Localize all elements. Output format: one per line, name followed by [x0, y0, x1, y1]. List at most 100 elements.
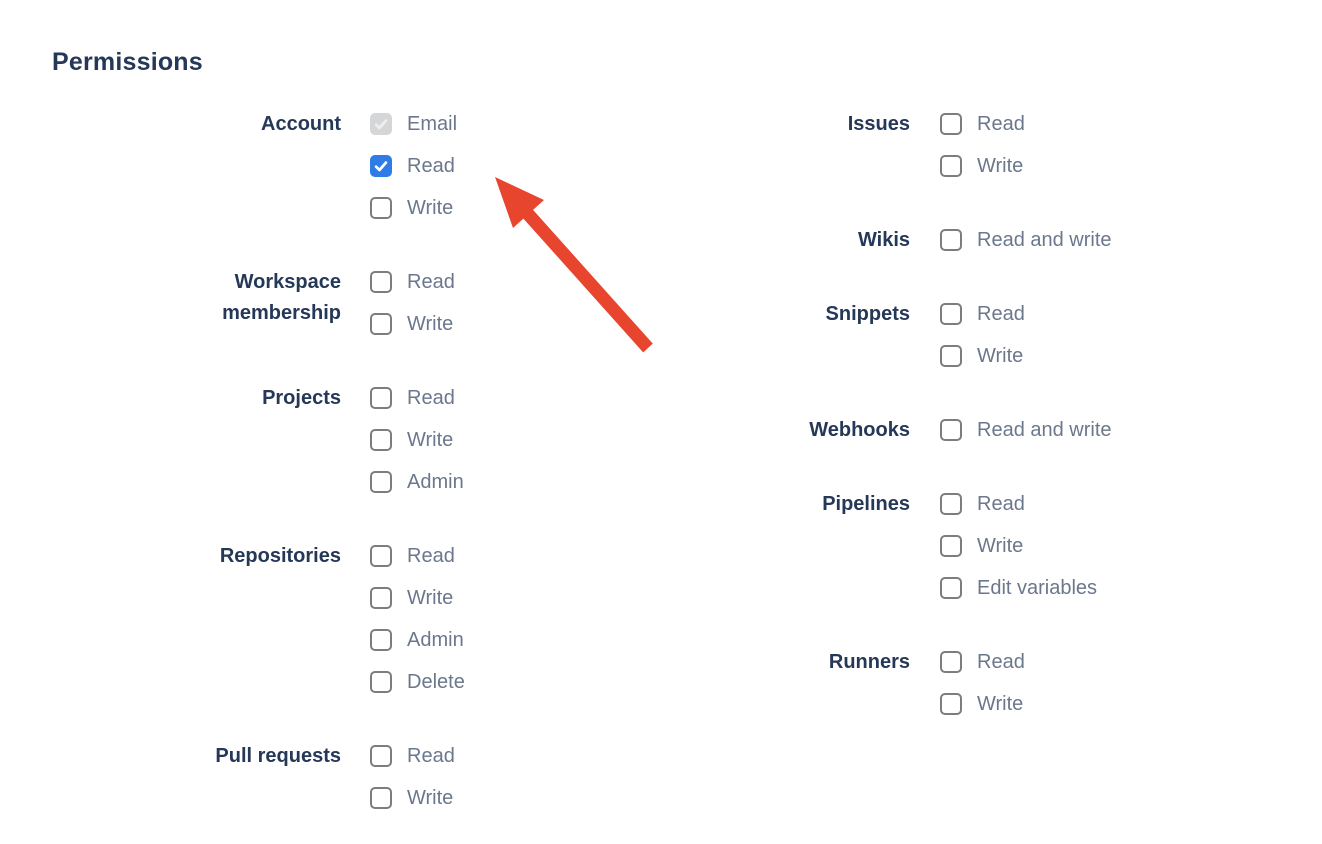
snippets-read-label[interactable]: Read: [977, 302, 1025, 325]
repositories-delete-option[interactable]: Delete: [370, 661, 465, 703]
repositories-admin-option[interactable]: Admin: [370, 619, 465, 661]
projects-read-checkbox[interactable]: [370, 387, 392, 409]
account-email-option[interactable]: Email: [370, 103, 457, 145]
snippets-write-option[interactable]: Write: [940, 335, 1025, 377]
group-label-pull-requests: Pull requests: [215, 745, 341, 767]
repositories-write-label[interactable]: Write: [407, 586, 454, 609]
account-write-checkbox[interactable]: [370, 197, 392, 219]
workspace-membership-write-option[interactable]: Write: [370, 303, 455, 345]
pipelines-read-label[interactable]: Read: [977, 492, 1025, 515]
projects-admin-label[interactable]: Admin: [407, 470, 464, 493]
account-read-checkbox[interactable]: [370, 155, 392, 177]
workspace-membership-read-label[interactable]: Read: [407, 270, 455, 293]
pipelines-read-checkbox[interactable]: [940, 493, 962, 515]
group-label-repositories: Repositories: [219, 545, 341, 567]
wikis-read-and-write-option[interactable]: Read and write: [940, 219, 1112, 261]
repositories-read-option[interactable]: Read: [370, 535, 465, 577]
check-icon: [374, 161, 388, 172]
projects-read-option[interactable]: Read: [370, 377, 464, 419]
webhooks-read-and-write-label[interactable]: Read and write: [977, 418, 1112, 441]
wikis-read-and-write-checkbox[interactable]: [940, 229, 962, 251]
snippets-write-checkbox[interactable]: [940, 345, 962, 367]
pull-requests-read-label[interactable]: Read: [407, 744, 455, 767]
repositories-admin-label[interactable]: Admin: [407, 628, 464, 651]
workspace-membership-read-option[interactable]: Read: [370, 261, 455, 303]
runners-write-label[interactable]: Write: [977, 692, 1024, 715]
issues-read-option[interactable]: Read: [940, 103, 1025, 145]
projects-read-label[interactable]: Read: [407, 386, 455, 409]
arrow-head: [495, 177, 544, 228]
snippets-write-label[interactable]: Write: [977, 344, 1024, 367]
page-title: Permissions: [52, 48, 203, 76]
account-read-label[interactable]: Read: [407, 154, 455, 177]
pipelines-read-option[interactable]: Read: [940, 483, 1097, 525]
repositories-delete-label[interactable]: Delete: [407, 670, 465, 693]
workspace-membership-read-checkbox[interactable]: [370, 271, 392, 293]
projects-write-label[interactable]: Write: [407, 428, 454, 451]
repositories-delete-checkbox[interactable]: [370, 671, 392, 693]
pipelines-edit-variables-label[interactable]: Edit variables: [977, 576, 1098, 599]
repositories-read-label[interactable]: Read: [407, 544, 455, 567]
account-write-label[interactable]: Write: [407, 196, 454, 219]
issues-read-checkbox[interactable]: [940, 113, 962, 135]
pipelines-write-checkbox[interactable]: [940, 535, 962, 557]
issues-write-checkbox[interactable]: [940, 155, 962, 177]
repositories-write-option[interactable]: Write: [370, 577, 465, 619]
issues-read-label[interactable]: Read: [977, 112, 1025, 135]
group-label-wikis: Wikis: [857, 229, 910, 251]
group-label-webhooks: Webhooks: [809, 419, 910, 441]
projects-write-option[interactable]: Write: [370, 419, 464, 461]
pull-requests-write-label[interactable]: Write: [407, 786, 454, 809]
webhooks-read-and-write-option[interactable]: Read and write: [940, 409, 1112, 451]
pull-requests-write-checkbox[interactable]: [370, 787, 392, 809]
repositories-write-checkbox[interactable]: [370, 587, 392, 609]
issues-write-label[interactable]: Write: [977, 154, 1024, 177]
pipelines-edit-variables-option[interactable]: Edit variables: [940, 567, 1097, 609]
group-options-webhooks: Read and write: [940, 409, 1112, 451]
account-read-option[interactable]: Read: [370, 145, 457, 187]
snippets-read-checkbox[interactable]: [940, 303, 962, 325]
check-icon: [374, 119, 388, 130]
pipelines-write-label[interactable]: Write: [977, 534, 1024, 557]
projects-admin-option[interactable]: Admin: [370, 461, 464, 503]
account-write-option[interactable]: Write: [370, 187, 457, 229]
runners-read-checkbox[interactable]: [940, 651, 962, 673]
runners-read-label[interactable]: Read: [977, 650, 1025, 673]
account-email-label[interactable]: Email: [407, 112, 458, 135]
group-label-runners: Runners: [828, 651, 910, 673]
projects-write-checkbox[interactable]: [370, 429, 392, 451]
pull-requests-read-checkbox[interactable]: [370, 745, 392, 767]
permission-group-webhooks: Webhooks Read and write: [569, 409, 1112, 451]
group-label-projects: Projects: [262, 387, 341, 409]
webhooks-read-and-write-checkbox[interactable]: [940, 419, 962, 441]
snippets-read-option[interactable]: Read: [940, 293, 1025, 335]
pipelines-write-option[interactable]: Write: [940, 525, 1097, 567]
pull-requests-read-option[interactable]: Read: [370, 735, 455, 777]
issues-write-option[interactable]: Write: [940, 145, 1025, 187]
pull-requests-write-option[interactable]: Write: [370, 777, 455, 819]
workspace-membership-write-checkbox[interactable]: [370, 313, 392, 335]
repositories-admin-checkbox[interactable]: [370, 629, 392, 651]
pipelines-edit-variables-checkbox[interactable]: [940, 577, 962, 599]
projects-admin-checkbox[interactable]: [370, 471, 392, 493]
repositories-read-checkbox[interactable]: [370, 545, 392, 567]
runners-write-option[interactable]: Write: [940, 683, 1025, 725]
wikis-read-and-write-label[interactable]: Read and write: [977, 228, 1112, 251]
runners-read-option[interactable]: Read: [940, 641, 1025, 683]
workspace-membership-write-label[interactable]: Write: [407, 312, 454, 335]
runners-write-checkbox[interactable]: [940, 693, 962, 715]
